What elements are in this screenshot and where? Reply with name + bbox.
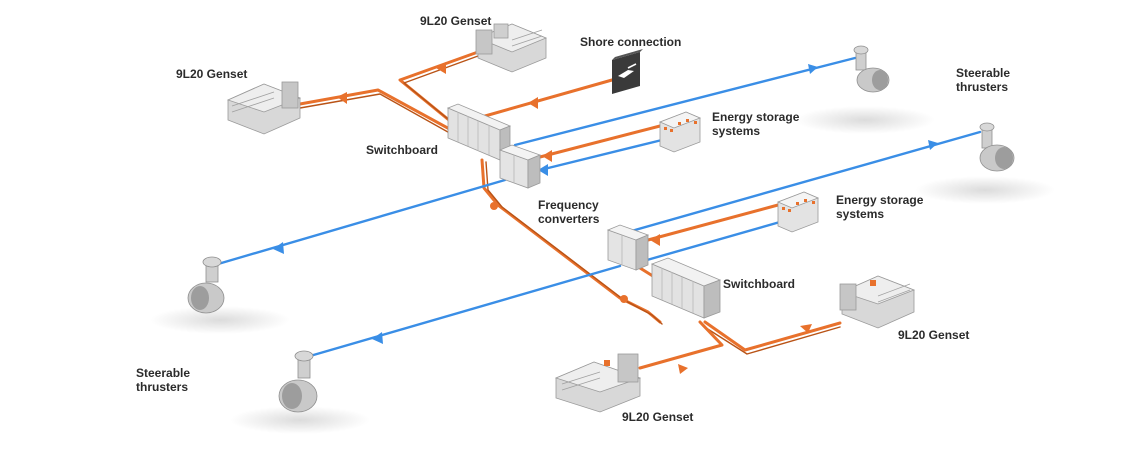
genset-left[interactable] — [226, 81, 302, 135]
label-genset-bottom: 9L20 Genset — [622, 410, 694, 424]
thruster-bottom-left[interactable] — [278, 350, 318, 413]
label-genset-right: 9L20 Genset — [898, 328, 970, 342]
genset-bottom[interactable] — [554, 353, 642, 413]
power-line-energy-storage-bottom — [646, 203, 780, 242]
label-shore-connection: Shore connection — [580, 35, 682, 49]
switchboard-bottom[interactable] — [650, 257, 722, 319]
power-line-genset-left — [298, 88, 457, 134]
thruster-right[interactable] — [979, 122, 1015, 172]
power-line-genset-bottom — [638, 320, 724, 370]
ground-shadows — [150, 106, 1055, 434]
label-frequency-converters: Frequency converters — [538, 198, 600, 226]
frequency-converter-top[interactable] — [498, 144, 542, 189]
label-thrusters-top: Steerable thrusters — [956, 66, 1011, 94]
propulsion-arrows — [273, 64, 938, 344]
label-thrusters-bottom: Steerable thrusters — [136, 366, 191, 394]
power-arrows — [337, 62, 812, 374]
propulsion-line-thruster-bottom-left — [308, 264, 622, 358]
power-line-shore — [476, 78, 614, 120]
label-energy-storage-top: Energy storage systems — [712, 110, 800, 138]
energy-storage-top[interactable] — [658, 111, 702, 153]
propulsion-line-thruster-right — [626, 130, 982, 234]
switchboard-top[interactable] — [446, 103, 512, 161]
label-genset-left: 9L20 Genset — [176, 67, 248, 81]
propulsion-line-thruster-top-right — [513, 56, 857, 147]
propulsion-line-thruster-left — [216, 178, 507, 266]
energy-storage-bottom[interactable] — [776, 191, 820, 233]
label-genset-top: 9L20 Genset — [420, 14, 492, 28]
label-energy-storage-bottom: Energy storage systems — [836, 193, 924, 221]
frequency-converter-bottom[interactable] — [606, 224, 650, 271]
thruster-left[interactable] — [187, 256, 225, 314]
power-line-energy-storage-top — [538, 124, 662, 159]
label-switchboard-bottom: Switchboard — [723, 277, 796, 291]
genset-top[interactable] — [475, 23, 548, 73]
power-line-genset-right — [703, 320, 842, 352]
label-switchboard-top: Switchboard — [366, 143, 439, 157]
genset-right[interactable] — [839, 275, 916, 329]
propulsion-lines — [216, 56, 982, 358]
shore-power-plug-icon[interactable] — [612, 49, 643, 94]
thruster-top-right[interactable] — [853, 45, 890, 93]
